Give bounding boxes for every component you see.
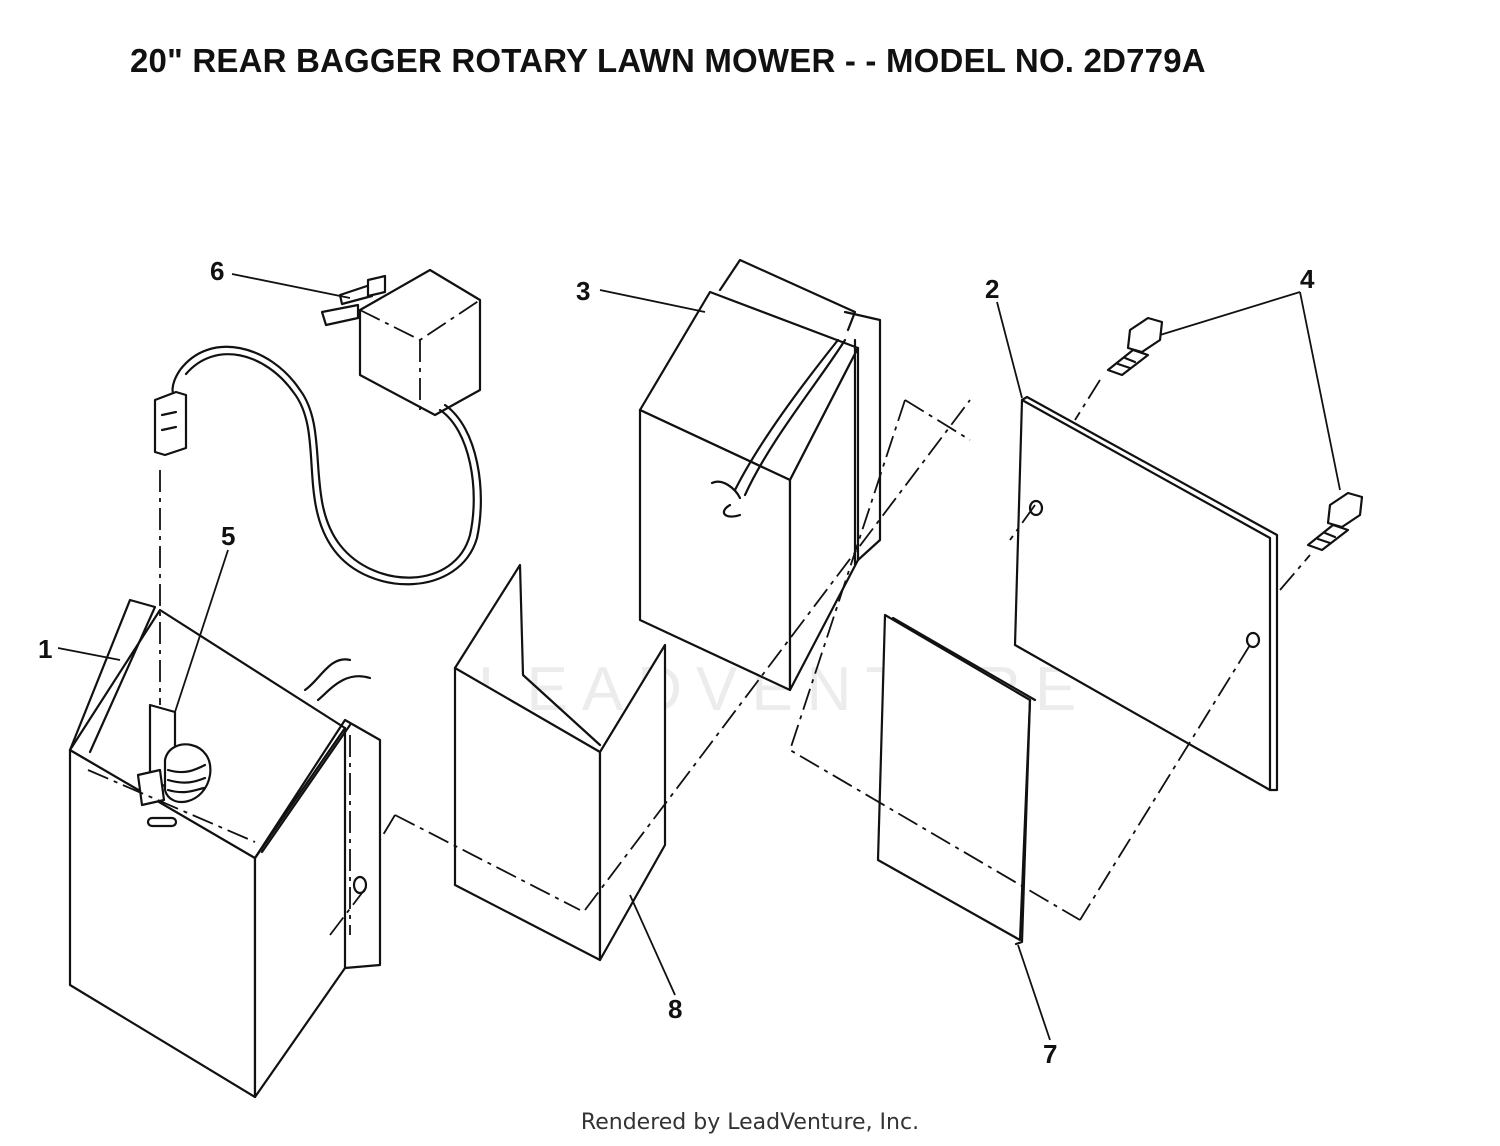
callout-2: 2 [985, 274, 999, 304]
callout-1: 1 [38, 634, 52, 664]
callout-3: 3 [576, 276, 590, 306]
part-8-battery-shield[interactable] [379, 399, 971, 962]
callout-8: 8 [668, 994, 682, 1024]
callout-5: 5 [221, 521, 235, 551]
part-4-hex-bolts[interactable] [1106, 316, 1364, 552]
callout-numbers: 1 2 3 4 5 6 7 8 [38, 256, 1315, 1069]
rendered-by-footer: Rendered by LeadVenture, Inc. [580, 1110, 920, 1135]
callout-7: 7 [1043, 1039, 1057, 1069]
callout-4: 4 [1300, 264, 1315, 294]
part-3-battery[interactable] [638, 258, 882, 692]
part-1-battery-box[interactable] [68, 470, 382, 1099]
part-7-battery-pad[interactable] [788, 399, 1081, 946]
part-2-battery-cover-plate[interactable] [1009, 379, 1311, 921]
callout-leaders [57, 273, 1341, 1041]
callout-6: 6 [210, 256, 224, 286]
diagram-title: 20" REAR BAGGER ROTARY LAWN MOWER - - MO… [130, 42, 1206, 79]
part-6-battery-charger[interactable] [153, 268, 482, 586]
